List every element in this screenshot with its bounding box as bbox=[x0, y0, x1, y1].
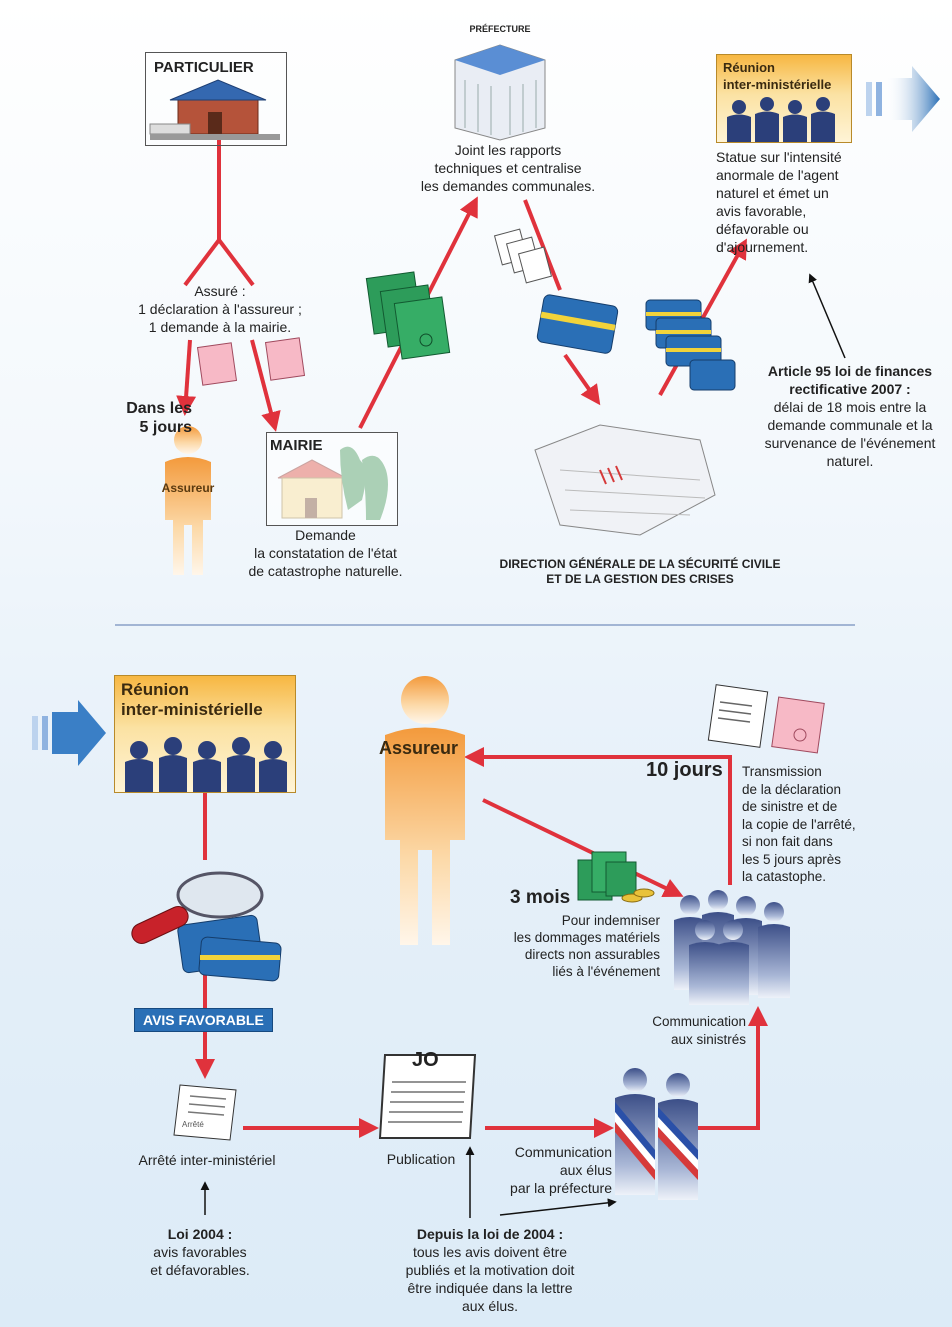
dgscgc-building-icon bbox=[534, 424, 716, 536]
publication-label: Publication bbox=[386, 1151, 456, 1167]
assure-text: Assuré :1 déclaration à l'assureur ;1 de… bbox=[138, 283, 302, 335]
mairie-frame bbox=[266, 432, 398, 526]
folder-icon bbox=[536, 294, 619, 354]
dix-jours-label: 10 jours bbox=[646, 759, 723, 781]
mairie-label: MAIRIE bbox=[270, 437, 323, 454]
elus-figures bbox=[615, 1068, 698, 1200]
particulier-frame bbox=[145, 52, 287, 146]
money-icon bbox=[577, 851, 655, 903]
house-icon bbox=[149, 79, 280, 140]
arrete-document-icon bbox=[173, 1084, 237, 1141]
green-documents-icon bbox=[365, 271, 451, 360]
paper-stack-icon bbox=[493, 228, 553, 284]
avis-favorable-badge: AVIS FAVORABLE bbox=[134, 1008, 273, 1032]
assureur-figure-top bbox=[165, 426, 211, 575]
blue-flow-arrow-top bbox=[866, 66, 940, 132]
assureur-label-bottom: Assureur bbox=[379, 738, 459, 758]
prefecture-building-icon bbox=[454, 44, 546, 141]
arrete-small-label: Arrêté bbox=[182, 1120, 204, 1129]
magnifier-folders-icon bbox=[131, 871, 282, 982]
prefecture-label: PRÉFECTURE bbox=[469, 24, 531, 34]
bottom-arrows bbox=[195, 747, 768, 1138]
bottom-pointers bbox=[200, 1146, 617, 1218]
transmission-documents-icon bbox=[707, 684, 825, 754]
blue-flow-arrow-bottom bbox=[32, 700, 106, 766]
depuis-loi-2004-note: Depuis la loi de 2004 : tous les avis do… bbox=[405, 1226, 575, 1314]
jo-label: JO bbox=[412, 1049, 439, 1071]
sinistres-group-figures bbox=[674, 890, 790, 1005]
trois-mois-label: 3 mois bbox=[510, 887, 571, 908]
particulier-label: PARTICULIER bbox=[154, 59, 254, 76]
assureur-label-top: Assureur bbox=[161, 481, 215, 495]
dgscgc-label: DIRECTION GÉNÉRALE DE LA SÉCURITÉ CIVILE… bbox=[499, 557, 781, 586]
journal-officiel-icon bbox=[378, 1054, 477, 1139]
folders-stack-icon bbox=[645, 299, 736, 391]
declaration-forms-icon bbox=[196, 337, 306, 386]
arrete-label: Arrêté inter-ministériel bbox=[138, 1152, 276, 1168]
assureur-figure-bottom bbox=[385, 676, 465, 945]
